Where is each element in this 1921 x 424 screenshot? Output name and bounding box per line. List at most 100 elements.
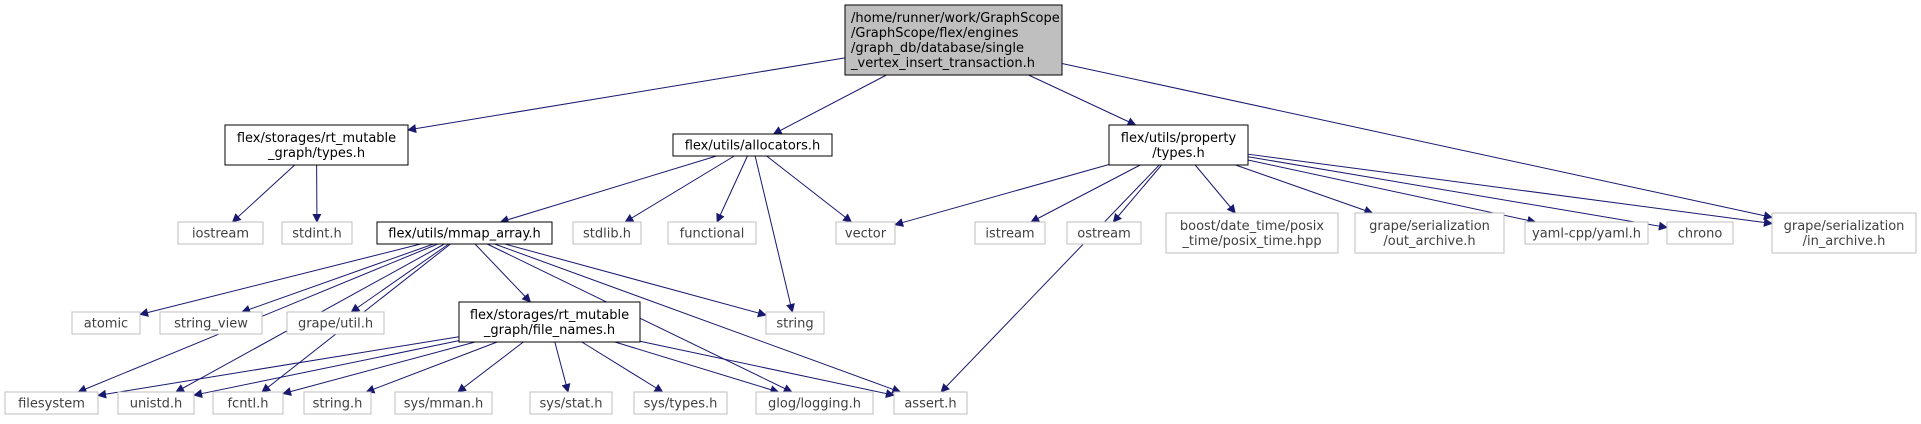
node-box xyxy=(1165,212,1339,254)
edge-mmap_array-to-assert xyxy=(494,243,902,394)
edge-file_names-to-filesystem xyxy=(97,336,460,399)
edge-property_types-to-in_archive xyxy=(1247,153,1773,227)
node-posix-time: boost/date_time/posix_time/posix_time.hp… xyxy=(1165,212,1339,254)
edge-file_names-to-unistd xyxy=(193,340,460,398)
node-stdlib: stdlib.h xyxy=(572,221,642,245)
node-label-line: atomic xyxy=(84,317,128,332)
node-label-line: stdlib.h xyxy=(583,227,631,242)
edge-mmap_array-to-string_view xyxy=(241,243,434,314)
node-string-view: string_view xyxy=(159,311,263,335)
edge-rt_types-to-iostream xyxy=(231,164,296,223)
node-label-line: /home/runner/work/GraphScope xyxy=(851,11,1060,26)
edge-root-to-in_archive xyxy=(1061,63,1773,221)
edge-property_types-to-posix_time xyxy=(1194,164,1236,214)
edge-property_types-to-ostream xyxy=(1112,164,1162,223)
node-box xyxy=(974,221,1046,245)
node-box xyxy=(177,221,264,245)
edge-file_names-to-string_h xyxy=(365,341,498,394)
node-box xyxy=(1666,221,1734,245)
node-label-line: /in_archive.h xyxy=(1803,234,1886,249)
edge-property_types-to-yaml xyxy=(1247,159,1537,225)
edge-allocators-to-mmap_array xyxy=(499,155,717,224)
node-label-line: boost/date_time/posix xyxy=(1180,219,1325,234)
edge-property_types-to-vector xyxy=(894,164,1110,227)
node-box xyxy=(4,391,99,415)
node-yaml: yaml-cpp/yaml.h xyxy=(1524,221,1649,245)
node-fcntl: fcntl.h xyxy=(212,391,284,415)
node-box xyxy=(765,311,825,335)
node-out-archive: grape/serialization/out_archive.h xyxy=(1354,212,1505,254)
node-label-line: string xyxy=(776,317,813,332)
node-box xyxy=(117,391,195,415)
edge-property_types-to-istream xyxy=(1030,164,1141,223)
node-filesystem: filesystem xyxy=(4,391,99,415)
node-box xyxy=(529,391,613,415)
node-label-line: _graph/file_names.h xyxy=(483,323,615,338)
node-box xyxy=(394,391,493,415)
node-mmap-array[interactable]: flex/utils/mmap_array.h xyxy=(376,221,553,245)
node-file-names[interactable]: flex/storages/rt_mutable_graph/file_name… xyxy=(458,301,641,343)
node-label-line: ostream xyxy=(1077,227,1131,242)
node-box xyxy=(1771,212,1917,254)
node-istream: istream xyxy=(974,221,1046,245)
node-glog: glog/logging.h xyxy=(755,391,874,415)
node-label-line: glog/logging.h xyxy=(768,397,861,412)
node-sys-stat: sys/stat.h xyxy=(529,391,613,415)
edge-mmap_array-to-grape_util xyxy=(350,243,450,313)
node-functional: functional xyxy=(667,221,757,245)
node-box xyxy=(835,221,896,245)
node-assert: assert.h xyxy=(893,391,968,415)
node-box xyxy=(458,301,641,343)
edge-root-to-rt_types xyxy=(407,57,846,134)
node-label-line: /types.h xyxy=(1152,146,1205,161)
node-label-line: istream xyxy=(985,227,1034,242)
node-allocators[interactable]: flex/utils/allocators.h xyxy=(672,133,833,157)
edge-mmap_array-to-file_names xyxy=(474,243,532,303)
node-rt-types[interactable]: flex/storages/rt_mutable_graph/types.h xyxy=(224,124,409,166)
node-box xyxy=(71,311,141,335)
node-label-line: string.h xyxy=(313,397,363,412)
node-grape-util: grape/util.h xyxy=(286,311,385,335)
node-label-line: flex/utils/property xyxy=(1121,131,1237,146)
nodes-layer: /home/runner/work/GraphScope/GraphScope/… xyxy=(4,4,1917,415)
node-box xyxy=(672,133,833,157)
node-label-line: unistd.h xyxy=(130,397,183,412)
node-sys-mman: sys/mman.h xyxy=(394,391,493,415)
node-box xyxy=(1108,124,1249,166)
node-sys-types: sys/types.h xyxy=(633,391,728,415)
node-box xyxy=(633,391,728,415)
node-vector: vector xyxy=(835,221,896,245)
node-box xyxy=(667,221,757,245)
node-label-line: flex/storages/rt_mutable xyxy=(237,131,396,146)
node-label-line: _graph/types.h xyxy=(267,146,365,161)
edge-allocators-to-stdlib xyxy=(624,155,735,223)
node-box xyxy=(1066,221,1142,245)
edges-layer xyxy=(77,57,1773,399)
node-box xyxy=(303,391,372,415)
node-label-line: stdint.h xyxy=(292,227,341,242)
node-box xyxy=(286,311,385,335)
node-label-line: assert.h xyxy=(904,397,956,412)
node-box xyxy=(1354,212,1505,254)
node-label-line: /graph_db/database/single xyxy=(851,41,1024,56)
node-label-line: string_view xyxy=(174,317,248,332)
node-label-line: iostream xyxy=(192,227,249,242)
node-box xyxy=(159,311,263,335)
node-box xyxy=(572,221,642,245)
node-property-types[interactable]: flex/utils/property/types.h xyxy=(1108,124,1249,166)
node-ostream: ostream xyxy=(1066,221,1142,245)
edge-file_names-to-assert xyxy=(639,340,895,398)
node-label-line: grape/serialization xyxy=(1369,219,1490,234)
node-label-line: flex/utils/allocators.h xyxy=(685,139,821,154)
node-stdint: stdint.h xyxy=(281,221,353,245)
node-label-line: filesystem xyxy=(18,397,85,412)
node-label-line: vector xyxy=(845,227,887,242)
node-box xyxy=(212,391,284,415)
edge-root-to-property_types xyxy=(1028,74,1137,126)
edge-allocators-to-vector xyxy=(766,155,853,223)
node-label-line: flex/storages/rt_mutable xyxy=(470,308,629,323)
node-box xyxy=(1524,221,1649,245)
node-root[interactable]: /home/runner/work/GraphScope/GraphScope/… xyxy=(844,4,1063,76)
edge-property_types-to-chrono xyxy=(1247,156,1668,231)
